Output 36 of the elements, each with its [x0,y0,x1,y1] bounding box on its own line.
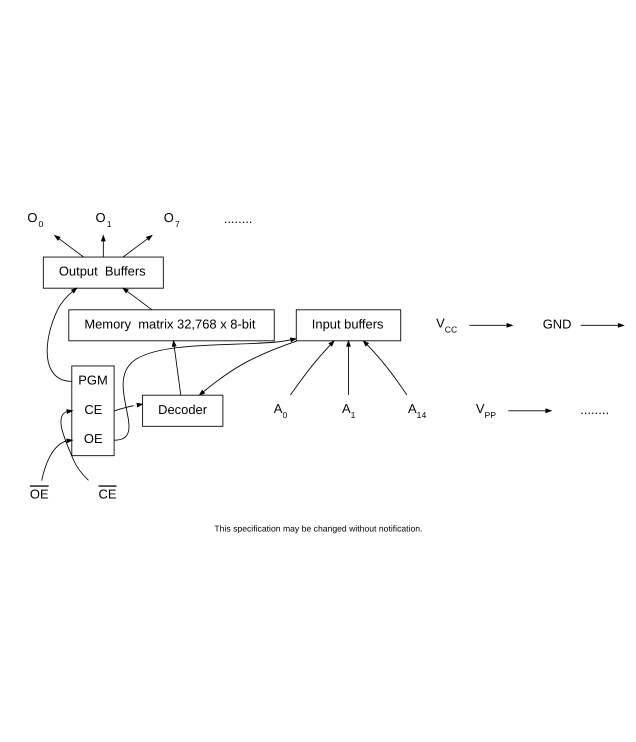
node-text: V$_{PP}$ [476,400,496,420]
node-box: Memory matrix 32,768 x 8-bit [68,308,275,341]
arrow [580,322,625,328]
caption: This specification may be changed without notification. [214,523,422,534]
arrow [122,286,152,310]
node-text: GND [542,316,572,331]
arrow [122,234,153,257]
arrow [54,234,84,257]
node-text: O$_{7}$ [164,210,180,229]
arrow [362,339,408,395]
node-text: O$_{0}$ [27,210,44,229]
arrow [290,340,335,395]
label: ........ [224,210,253,226]
label: ........ [580,401,610,416]
arrow [100,234,106,257]
node-text: CE [98,486,117,501]
arrow [46,286,78,382]
arrow [172,339,182,395]
arrow [346,339,351,395]
node-text: OE [30,486,49,501]
node-text: O$_{1}$ [96,210,112,229]
node-text: A$_{14}$ [408,400,426,420]
node-box: Decoder [142,394,224,426]
arrow [508,408,552,413]
node-box: Output Buffers [42,256,164,288]
node-box: PGM CE OE [71,364,115,456]
arrow [198,340,298,396]
node-text: A$_{0}$ [274,400,288,420]
arrow [60,408,89,480]
node-text: V$_{CC}$ [436,314,458,334]
node-text: A$_{1}$ [342,400,356,420]
node-box: Input buffers [296,308,402,341]
arrow [41,438,74,480]
arrow [114,337,298,440]
arrow [468,322,514,328]
arrow [114,402,144,411]
